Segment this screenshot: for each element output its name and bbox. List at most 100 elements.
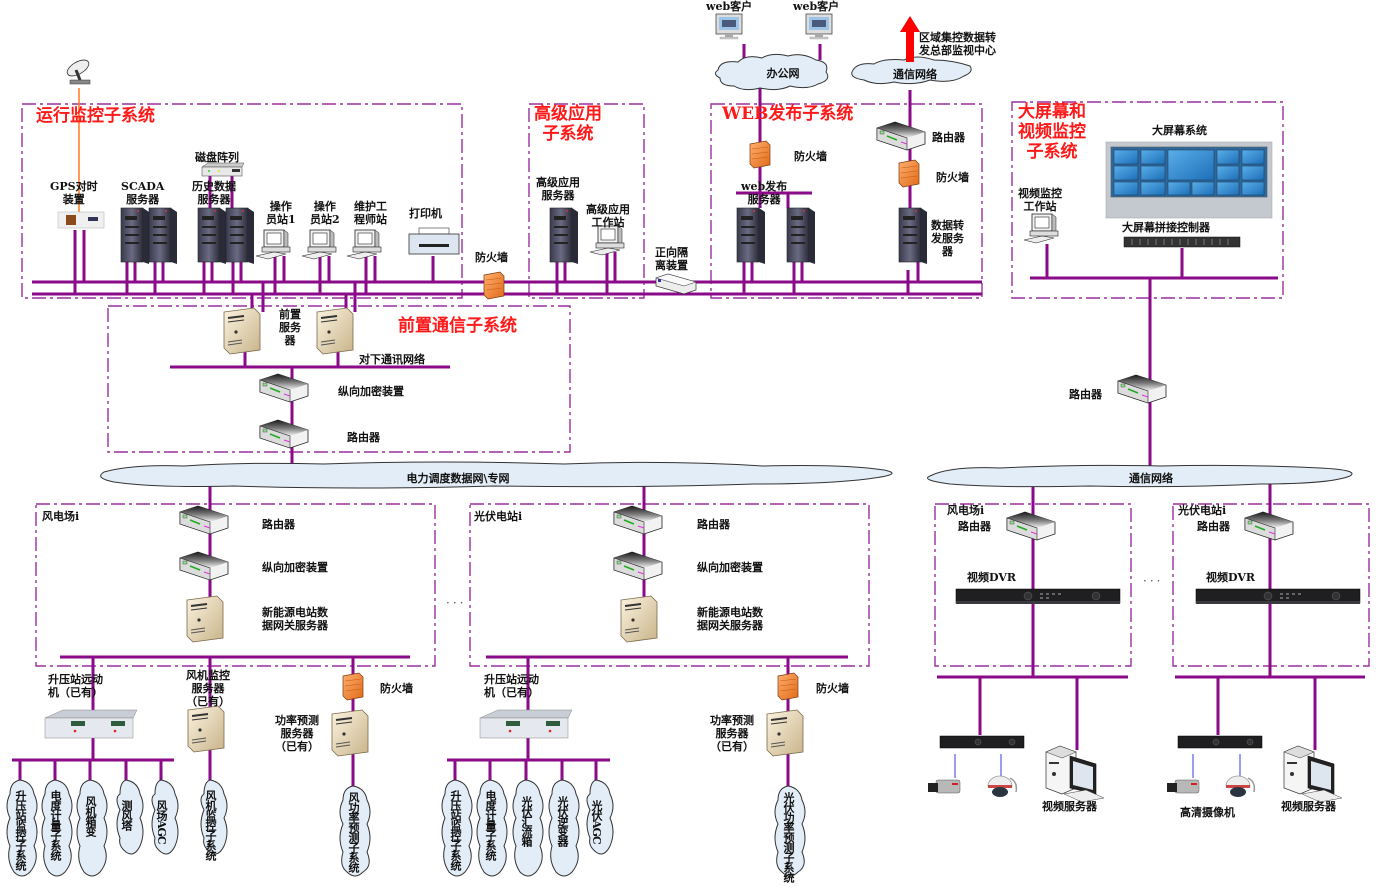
web-firewall-label: 防火墙 xyxy=(794,150,827,163)
operator-station-1-label: 操作 员站1 xyxy=(266,200,296,226)
cloud-wind-forecast-label: 风功率预测子系统 xyxy=(347,792,360,872)
video-pv-title: 光伏电站i xyxy=(1178,504,1227,517)
cloud-wind-agc xyxy=(151,779,179,855)
bigscreen-router-label: 路由器 xyxy=(1069,388,1102,401)
operator-station-2-icon xyxy=(301,229,337,260)
video-pv-dvr-icon xyxy=(1195,588,1361,605)
wind-router-icon xyxy=(179,505,229,535)
cloud-wind-mast-label: 测风塔 xyxy=(120,800,133,830)
splice-controller-icon xyxy=(1123,236,1241,248)
pv-video-server-icon xyxy=(1283,745,1343,803)
web-router-icon xyxy=(876,121,926,151)
video-wind-title: 风电场i xyxy=(947,504,985,517)
cloud-pv-forecast-label: 光伏功率预测子系统 xyxy=(782,792,795,882)
scada-server-1-icon xyxy=(120,207,150,265)
frame-bigscreen-subsystem xyxy=(1011,101,1284,299)
big-screen-wall-icon xyxy=(1105,141,1273,219)
cloud-pv-inverter xyxy=(548,779,580,877)
cloud-pv-booster-monitor xyxy=(441,779,473,877)
upload-arrow-icon xyxy=(900,16,920,62)
web-firewall-2-label: 防火墙 xyxy=(936,171,969,184)
advanced-server-icon xyxy=(549,207,579,265)
wind-firewall-label: 防火墙 xyxy=(380,682,413,695)
web-client-2-icon xyxy=(805,13,833,40)
operator-station-1-icon xyxy=(255,229,291,260)
frame-web-subsystem xyxy=(710,103,983,299)
web-client-1-icon xyxy=(715,13,743,40)
cloud-pv-booster-monitor-label: 升压站监控子系统 xyxy=(449,790,462,870)
frame-advanced-subsystem xyxy=(528,103,645,299)
pv-station-title: 光伏电站i xyxy=(474,510,523,523)
front-server-2-icon xyxy=(316,307,354,355)
pv-rtu-label: 升压站远动 机（已有） xyxy=(484,673,539,699)
history-server-label: 历史数据 服务器 xyxy=(192,180,236,206)
cloud-pv-metering xyxy=(476,779,508,877)
wind-farm-title: 风电场i xyxy=(42,510,80,523)
pv-rtu-icon xyxy=(479,709,573,739)
advanced-workstation-label: 高级应用 工作站 xyxy=(586,203,630,229)
pv-encryptor-icon xyxy=(613,551,663,581)
web-router-label: 路由器 xyxy=(932,131,965,144)
history-server-2-icon xyxy=(225,207,255,265)
front-router-label: 路由器 xyxy=(347,431,380,444)
cloud-pv-combiner-label: 光伏汇流箱 xyxy=(520,796,533,846)
video-wind-server-label: 视频服务器 xyxy=(1042,800,1097,813)
video-wind-dvr-icon xyxy=(955,588,1121,605)
video-wind-router-icon xyxy=(1006,511,1056,541)
scada-server-2-icon xyxy=(148,207,178,265)
wind-rtu-label: 升压站远动 机（已有） xyxy=(48,673,103,699)
web-firewall-icon xyxy=(749,140,771,169)
screen-system-label: 大屏幕系统 xyxy=(1152,124,1207,137)
advanced-server-label: 高级应用 服务器 xyxy=(536,176,580,202)
video-wind-nvr-icon xyxy=(939,735,1025,749)
advanced-subsystem-title: 高级应用 子系统 xyxy=(534,104,602,144)
gps-clock-device-icon xyxy=(57,211,105,229)
cloud-pv-forecast xyxy=(774,785,806,877)
comm-net-top-label: 通信网络 xyxy=(893,68,937,81)
printer-icon xyxy=(408,227,460,255)
fan-monitor-server-icon xyxy=(187,705,225,753)
wind-encryptor-label: 纵向加密装置 xyxy=(262,561,328,574)
isolator-label: 正向隔 离装置 xyxy=(655,246,688,272)
cloud-wind-mast xyxy=(116,779,144,855)
bigscreen-router-icon xyxy=(1117,374,1167,404)
splice-controller-label: 大屏幕拼接控制器 xyxy=(1122,221,1210,234)
video-wind-router-label: 路由器 xyxy=(958,520,991,533)
printer-label: 打印机 xyxy=(409,207,442,220)
ellipsis-left: ··· xyxy=(446,596,467,610)
video-pv-server-label: 视频服务器 xyxy=(1281,800,1336,813)
disk-array-label: 磁盘阵列 xyxy=(195,151,239,164)
comm-net-right-label: 通信网络 xyxy=(1129,472,1173,485)
wind-bullet-camera-icon xyxy=(927,779,961,794)
video-wind-dvr-label: 视频DVR xyxy=(967,571,1017,584)
cloud-pv-metering-label: 电度计量子系统 xyxy=(484,790,497,860)
dispatch-net-label: 电力调度数据网\专网 xyxy=(406,472,510,485)
frame-pv-station xyxy=(469,503,870,667)
pv-forecast-server-label: 功率预测 服务器 （已有） xyxy=(710,714,754,753)
office-net-label: 办公网 xyxy=(766,67,800,80)
web-server-label: web发布 服务器 xyxy=(741,180,788,206)
video-pv-router-label: 路由器 xyxy=(1197,520,1230,533)
pv-forecast-server-icon xyxy=(766,709,804,757)
cloud-wind-agc-label: 风场AGC xyxy=(155,800,168,844)
cloud-pv-combiner xyxy=(512,779,544,877)
ellipsis-right: ··· xyxy=(1143,574,1164,588)
pv-bullet-camera-icon xyxy=(1166,779,1200,794)
front-server-1-icon xyxy=(223,307,261,355)
wind-forecast-server-label: 功率预测 服务器 （已有） xyxy=(275,714,319,753)
maintenance-station-icon xyxy=(346,229,382,260)
pv-gateway-label: 新能源电站数 据网关服务器 xyxy=(697,606,763,632)
web-subsystem-title: WEB发布子系统 xyxy=(722,104,854,124)
cloud-wind-box-transformer xyxy=(76,779,108,877)
data-forward-server-icon xyxy=(898,207,928,265)
web-client-2-label: web客户 xyxy=(793,0,840,13)
front-encryptor-icon xyxy=(259,373,309,403)
main-firewall-icon xyxy=(483,271,505,300)
cloud-fan-monitor xyxy=(200,779,228,855)
wind-gateway-label: 新能源电站数 据网关服务器 xyxy=(262,606,328,632)
wind-forecast-server-icon xyxy=(331,709,369,757)
video-monitor-station-icon xyxy=(1023,213,1059,244)
cloud-wind-box-transformer-label: 风机箱变 xyxy=(84,796,97,836)
cloud-fan-monitor-label: 风机监控子系统 xyxy=(204,790,217,860)
wind-rtu-icon xyxy=(44,709,138,739)
